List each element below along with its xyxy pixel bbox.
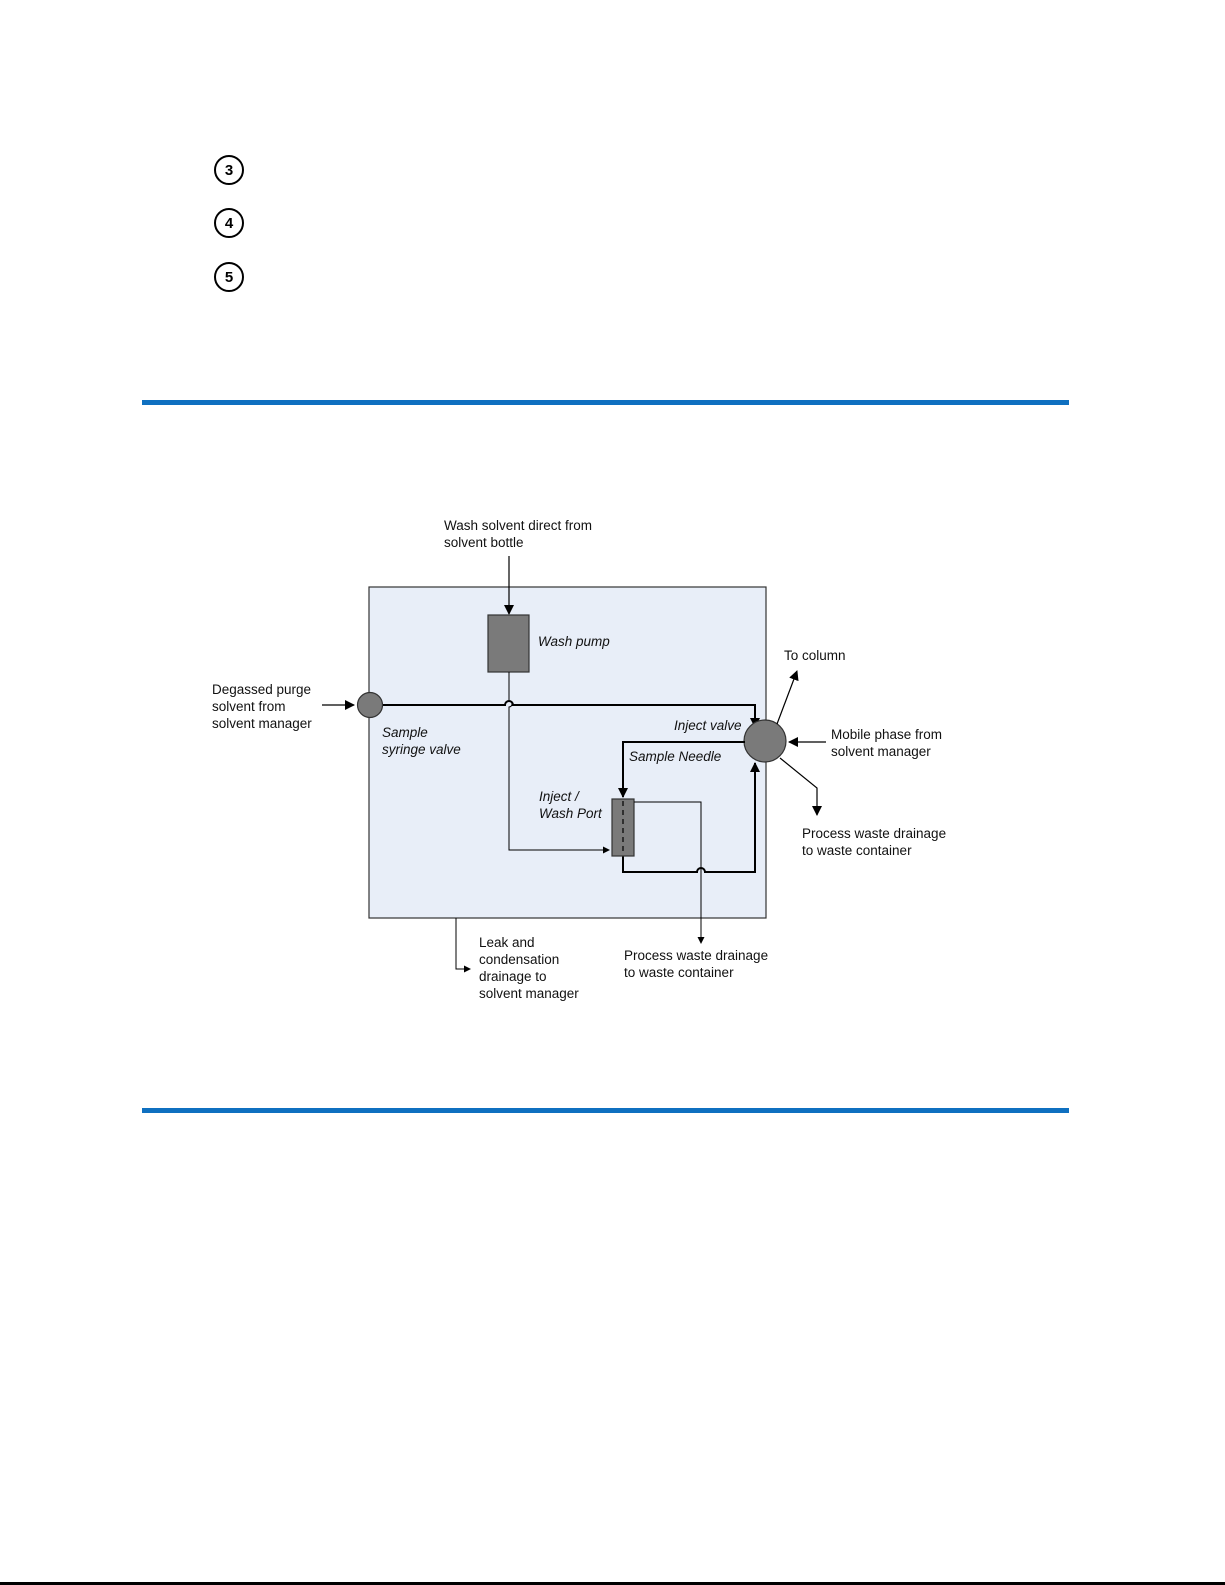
leak-drainage-line <box>455 918 471 973</box>
wash-pump-label: Wash pump <box>538 634 610 649</box>
step-5-marker: 5 <box>214 262 244 292</box>
inject-wash-port <box>611 798 635 857</box>
step-3-marker: 3 <box>214 155 244 185</box>
sample-manager-enclosure <box>368 586 767 919</box>
step-4-marker: 4 <box>214 208 244 238</box>
inject-valve <box>743 719 787 763</box>
leak-drainage-label: Leak and condensation drainage to solven… <box>479 935 579 1001</box>
to-column-label: To column <box>784 648 846 663</box>
syringe-to-inject-valve-line <box>383 700 760 728</box>
wash-pump <box>487 614 530 673</box>
inject-valve-label: Inject valve <box>674 718 742 733</box>
degassed-purge-label: Degassed purge solvent from solvent mana… <box>212 682 315 731</box>
inject-wash-port-label: Inject / Wash Port <box>539 789 603 821</box>
process-waste-right-line <box>779 757 822 816</box>
process-waste-right-label: Process waste drainage to waste containe… <box>802 826 950 858</box>
process-waste-bottom-label: Process waste drainage to waste containe… <box>624 948 772 980</box>
wash-solvent-label: Wash solvent direct from solvent bottle <box>444 518 596 550</box>
sample-needle-line <box>618 741 745 798</box>
to-column-line <box>776 670 799 725</box>
section-rule-bottom <box>142 1108 1069 1113</box>
sample-syringe-valve <box>356 691 384 719</box>
sample-syringe-valve-label: Sample syringe valve <box>382 725 461 757</box>
section-rule-top <box>142 400 1069 405</box>
mobile-phase-label: Mobile phase from solvent manager <box>831 727 946 759</box>
sample-needle-label: Sample Needle <box>629 749 721 764</box>
process-waste-bottom-line <box>634 801 705 944</box>
page-bottom-border <box>0 1582 1225 1585</box>
